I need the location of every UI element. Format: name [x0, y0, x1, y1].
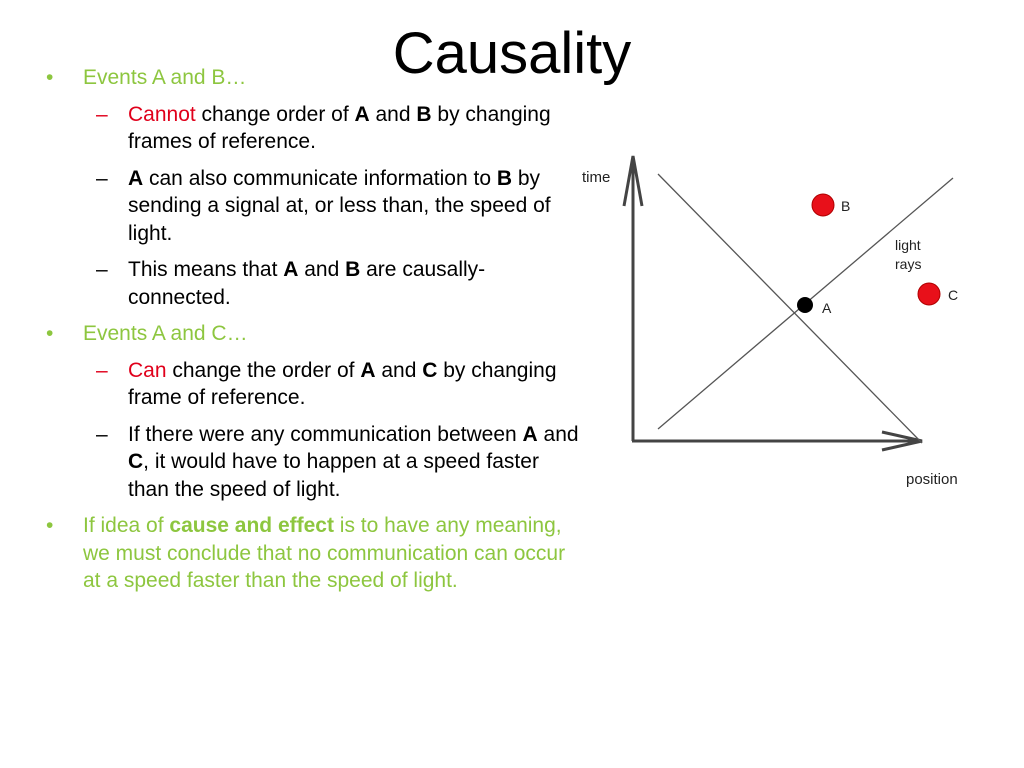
light-rays-label-line1: light: [895, 237, 921, 253]
dash-marker: –: [96, 102, 108, 126]
bullet-dot: •: [46, 322, 54, 345]
event-b-dot: [811, 193, 835, 217]
time-axis-arrowhead: [622, 155, 644, 207]
event-a-dot: [797, 297, 813, 313]
subbullet-can-change-order: – Can change the order of A and C by cha…: [96, 358, 557, 410]
subbullet-faster-than-light: – If there were any communication betwee…: [96, 422, 579, 501]
event-c-label: C: [948, 287, 958, 303]
subbullet-causally-connected: – This means that A and B are causally-c…: [96, 258, 486, 309]
light-ray-left: [657, 173, 923, 444]
time-axis-label: time: [582, 169, 610, 186]
spacetime-diagram: time position light rays A B C: [582, 155, 958, 488]
dash-marker: –: [96, 166, 108, 190]
event-a-label: A: [822, 300, 832, 316]
position-axis-arrowhead: [881, 430, 923, 452]
dash-marker: –: [96, 422, 108, 446]
event-c-dot: [917, 282, 941, 306]
subbullet-a-communicates-b: – A can also communicate information to …: [96, 166, 551, 245]
bullet-cause-and-effect: • If idea of cause and effect is to have…: [46, 514, 566, 592]
bullet-dot: •: [46, 514, 54, 537]
slide-content: • Events A and B… – Cannot change order …: [40, 64, 580, 604]
subbullet-cannot-change-order: – Cannot change order of A and B by chan…: [96, 102, 551, 154]
dash-marker: –: [96, 258, 108, 281]
position-axis-label: position: [906, 471, 958, 488]
light-rays-label-line2: rays: [895, 256, 921, 272]
bullet-events-ab: • Events A and B…: [40, 64, 580, 92]
event-b-label: B: [841, 198, 850, 214]
bullet-events-ac: • Events A and C…: [40, 320, 580, 348]
dash-marker: –: [96, 358, 108, 382]
slide-title: Causality: [392, 21, 632, 86]
bullet-dot: •: [46, 66, 54, 89]
